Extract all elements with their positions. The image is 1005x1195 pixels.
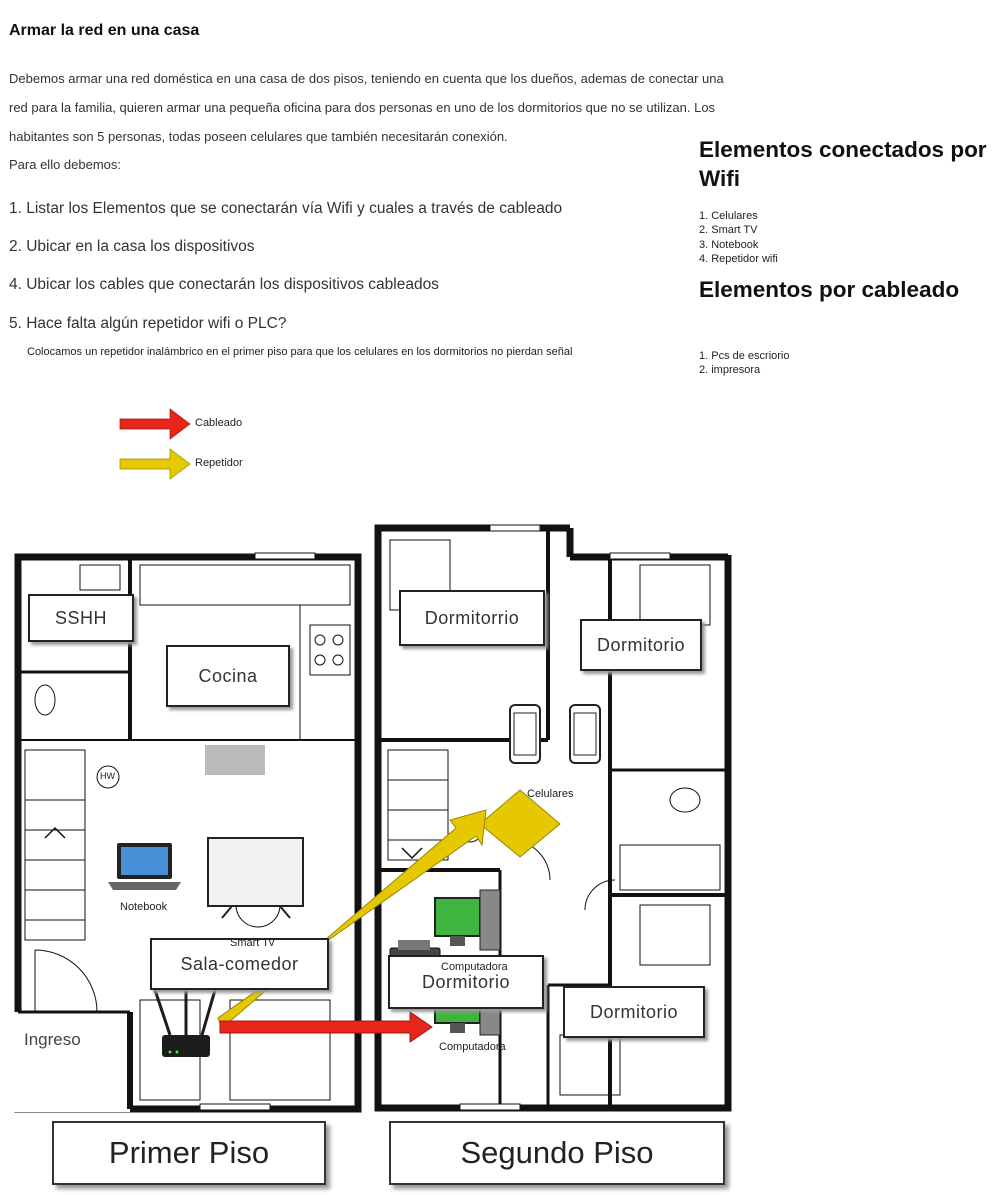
computadora-label-1: Computadora — [441, 961, 508, 973]
notebook-icon — [108, 843, 181, 890]
legend-cable-label: Cableado — [195, 417, 243, 429]
legend-repeater-label: Repetidor — [195, 457, 243, 469]
repeater-note: Colocamos un repetidor inalámbrico en el… — [27, 346, 573, 358]
room-sala: Sala-comedor — [150, 938, 329, 990]
step-2: 2. Ubicar en la casa los dispositivos — [9, 238, 255, 255]
wifi-item: 3. Notebook — [699, 238, 759, 251]
wifi-heading: Elementos conectados por Wifi — [699, 137, 987, 191]
router-icon — [153, 985, 217, 1057]
wired-list: 1. Pcs de escriorio 2. impresora — [699, 349, 789, 378]
room-sshh: SSHH — [28, 594, 134, 642]
notebook-label: Notebook — [120, 901, 168, 913]
room-ingreso: Ingreso — [24, 1030, 81, 1049]
room-dormitorio-3: Dormitorio — [388, 955, 544, 1009]
wifi-item: 4. Repetidor wifi — [699, 252, 778, 265]
step-5: 5. Hace falta algún repetidor wifi o PLC… — [9, 315, 287, 332]
legend-repeater-arrow — [119, 448, 191, 480]
room-cocina: Cocina — [166, 645, 290, 707]
floor-label-segundo-piso: Segundo Piso — [389, 1121, 725, 1185]
wired-item: 2. impresora — [699, 364, 761, 377]
intro-line-4: Para ello debemos: — [9, 157, 122, 172]
floor-label-primer-piso: Primer Piso — [52, 1121, 326, 1185]
wifi-item: 1. Celulares — [699, 210, 758, 222]
wired-item: 1. Pcs de escriorio — [699, 350, 790, 362]
legend-cable-arrow — [119, 408, 191, 440]
room-dormitorio-1: Dormitorrio — [399, 590, 545, 646]
cable-arrow — [219, 1011, 433, 1043]
celulares-label: Celulares — [527, 788, 574, 800]
smart-tv-icon — [207, 837, 304, 919]
wired-heading: Elementos por cableado — [699, 277, 960, 302]
page-title: Armar la red en una casa — [9, 22, 200, 39]
intro-line-1: Debemos armar una red doméstica en una c… — [9, 71, 724, 86]
phone-icon — [509, 704, 541, 764]
wifi-list: 1. Celulares 2. Smart TV 3. Notebook 4. … — [699, 209, 778, 266]
wifi-item: 2. Smart TV — [699, 224, 758, 237]
room-dormitorio-4: Dormitorio — [563, 986, 705, 1038]
repeater-diamond — [479, 789, 561, 858]
computadora-label-2: Computadora — [439, 1041, 506, 1053]
intro-line-3: habitantes son 5 personas, todas poseen … — [9, 129, 508, 144]
smart-tv-label: Smart Tv — [230, 937, 275, 949]
step-1: 1. Listar los Elementos que se conectará… — [9, 200, 563, 217]
intro-line-2: red para la familia, quieren armar una p… — [9, 100, 716, 115]
hw-label: HW — [100, 771, 115, 781]
computer-icon — [434, 889, 501, 951]
phone-icon — [569, 704, 601, 764]
step-4: 4. Ubicar los cables que conectarán los … — [9, 276, 439, 293]
room-dormitorio-2: Dormitorio — [580, 619, 702, 671]
